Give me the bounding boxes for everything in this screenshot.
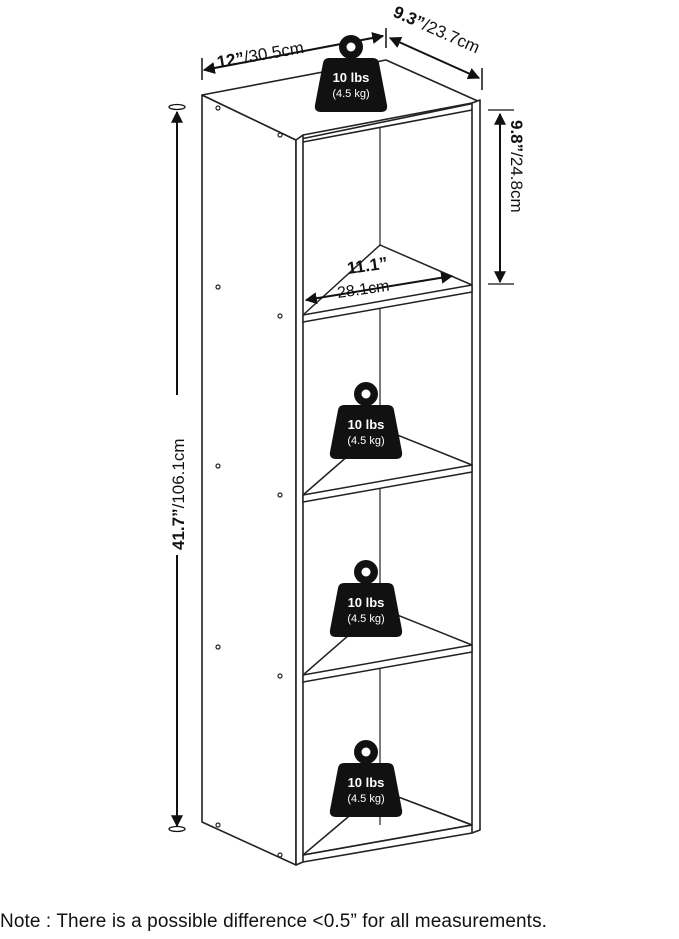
weight-icon: 10 lbs (4.5 kg) [314,35,388,112]
weight-icon: 10 lbs (4.5 kg) [329,560,403,637]
weight-lbs-label: 10 lbs [348,775,385,790]
svg-text:9.8”/24.8cm: 9.8”/24.8cm [507,120,526,213]
shelf-length-dimension-line [304,271,454,305]
weight-kg-label: (4.5 kg) [332,88,369,100]
weight-lbs-label: 10 lbs [333,70,370,85]
right-front-edge [471,99,481,834]
cam-holes [215,105,283,858]
depth-label: 12”/30.5cm [215,38,305,72]
measurement-note: Note : There is a possible difference <0… [0,911,548,932]
top-front-edge-lower [302,109,473,143]
svg-text:41.7”/106.1cm: 41.7”/106.1cm [169,438,188,550]
left-front-edge [295,134,304,866]
top-front-edge [302,102,473,136]
weight-icon: 10 lbs (4.5 kg) [329,740,403,817]
weight-icon: 10 lbs (4.5 kg) [329,382,403,459]
width-dimension-line [388,36,481,80]
left-side-panel [201,94,297,866]
bottom-front-edge [302,832,473,863]
total-height-label: 41.7”/106.1cm [166,395,188,555]
width-label: 9.3”/23.7cm [390,2,482,57]
weight-lbs-label: 10 lbs [348,417,385,432]
weight-kg-label: (4.5 kg) [347,435,384,447]
weight-kg-label: (4.5 kg) [347,793,384,805]
svg-text:9.3”/23.7cm: 9.3”/23.7cm [390,2,482,57]
weight-lbs-label: 10 lbs [348,595,385,610]
weight-icons: 10 lbs (4.5 kg) 10 lbs (4.5 kg) 10 lbs (4.5 k… [314,35,403,817]
cube-height-label: 9.8”/24.8cm [507,120,526,213]
bookshelf-diagram: 12”/30.5cm 9.3”/23.7cm 9.8”/24.8cm 11.1”… [166,2,526,866]
weight-kg-label: (4.5 kg) [347,613,384,625]
svg-text:12”/30.5cm: 12”/30.5cm [215,38,305,72]
